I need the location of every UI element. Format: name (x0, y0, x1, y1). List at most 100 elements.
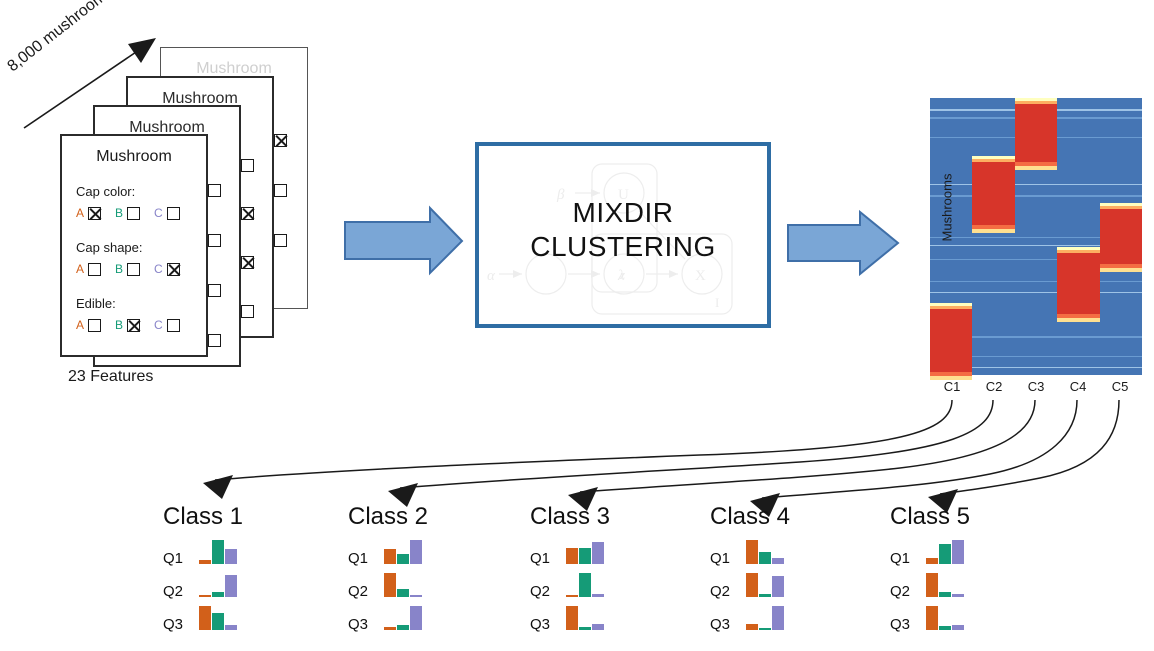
checkbox-icon[interactable] (88, 262, 102, 276)
question-label-q3: Q3 (163, 616, 184, 633)
heatmap-col-label-c5: C5 (1111, 379, 1129, 394)
bar-c (225, 574, 237, 597)
heatmap-band (1014, 336, 1058, 338)
heatmap-band (1014, 280, 1058, 283)
svg-text:I: I (715, 295, 719, 310)
option-cap-shape-a[interactable]: A (76, 262, 102, 276)
bar-c (592, 623, 604, 630)
checkbox-icon[interactable] (166, 318, 180, 332)
bar-c (410, 606, 422, 630)
heatmap-x-axis-labels: C1 C2 C3 C4 C5 (930, 379, 1142, 397)
heatmap-col-label-c3: C3 (1027, 379, 1045, 394)
svg-text:β: β (556, 187, 565, 203)
heatmap-y-axis-label: Mushrooms (939, 173, 955, 242)
heatmap-band (1057, 247, 1100, 251)
heatmap-band (972, 236, 1015, 239)
checkbox-icon[interactable] (127, 262, 141, 276)
heatmap-band (1057, 136, 1100, 139)
bar-c (952, 624, 964, 630)
mixdir-clustering-box: β U α λ X I z MIXDIR CLUSTERING (475, 142, 771, 328)
bar-a (926, 557, 938, 564)
checkbox-checked-icon[interactable] (88, 206, 102, 220)
feature-options-0: A B C (76, 206, 194, 220)
heatmap-band (1014, 183, 1058, 186)
option-edible-a[interactable]: A (76, 318, 102, 332)
plate-model-background: β U α λ X I z (487, 163, 733, 315)
heatmap-band (1099, 208, 1142, 265)
heatmap-band (1099, 264, 1142, 269)
option-letter: B (115, 318, 124, 332)
bar-b (397, 589, 409, 597)
heatmap-band (972, 291, 1015, 294)
checkbox-checked-icon[interactable] (166, 262, 180, 276)
heatmap-band (1014, 258, 1058, 261)
heatmap-band (1014, 97, 1058, 101)
bar-b (579, 573, 591, 597)
bar-c (592, 541, 604, 564)
bar-a (199, 594, 211, 597)
heatmap-band (930, 372, 973, 377)
mini-bar-chart-q2 (199, 569, 241, 597)
bar-b (759, 627, 771, 630)
heatmap-band (1057, 109, 1100, 111)
question-label-q3: Q3 (530, 616, 551, 633)
cluster-assignment-heatmap (930, 97, 1142, 381)
mini-bar-chart-q3 (199, 602, 241, 630)
heatmap-band (972, 117, 1015, 119)
heatmap-band (930, 308, 973, 373)
checkbox-icon[interactable] (88, 318, 102, 332)
heatmap-band (1099, 117, 1142, 119)
bar-b (939, 592, 951, 597)
heatmap-column-c5 (1099, 98, 1142, 375)
heatmap-band (1057, 250, 1100, 254)
class-title-2: Class 2 (348, 503, 429, 530)
mixdir-line-2: CLUSTERING (530, 231, 716, 262)
option-cap-color-a[interactable]: A (76, 206, 102, 220)
option-cap-shape-c[interactable]: C (154, 262, 180, 276)
heatmap-band (930, 109, 973, 111)
heatmap-band (1014, 236, 1058, 239)
checkbox-icon[interactable] (127, 206, 141, 220)
blue-arrow-1 (344, 205, 464, 276)
question-row: Q1 (163, 534, 243, 566)
option-cap-shape-b[interactable]: B (115, 262, 141, 276)
stack-arrow-label: 8,000 mushrooms (4, 0, 116, 76)
mini-bar-chart-q1 (746, 536, 788, 564)
heatmap-band (1014, 103, 1058, 162)
mini-bar-chart-q2 (746, 569, 788, 597)
mixdir-box-text: MIXDIR CLUSTERING (479, 196, 767, 264)
checkbox-checked-icon[interactable] (127, 318, 141, 332)
curve-c5-to-class5 (939, 399, 1120, 495)
heatmap-band (1099, 268, 1142, 273)
arrowhead-class1 (203, 475, 233, 499)
heatmap-column-c2 (972, 98, 1015, 375)
question-row: Q2 (348, 567, 428, 599)
heatmap-band (930, 117, 973, 119)
question-row: Q3 (530, 600, 610, 633)
option-edible-c[interactable]: C (154, 318, 180, 332)
heatmap-band (1014, 355, 1058, 358)
question-row: Q2 (890, 567, 970, 599)
heatmap-band (1057, 183, 1100, 186)
option-cap-color-b[interactable]: B (115, 206, 141, 220)
bar-a (926, 573, 938, 597)
card-title: Mushroom (96, 148, 172, 165)
bar-b (759, 551, 771, 564)
heatmap-band (1099, 291, 1142, 294)
bar-b (579, 548, 591, 564)
heatmap-band (930, 136, 973, 139)
heatmap-band (1014, 165, 1058, 170)
question-label-q2: Q2 (710, 583, 731, 600)
question-label-q3: Q3 (890, 616, 911, 633)
bar-a (384, 627, 396, 630)
question-label-q1: Q1 (530, 550, 551, 567)
heatmap-band (972, 229, 1015, 234)
checkbox-icon[interactable] (166, 206, 180, 220)
heatmap-col-label-c2: C2 (985, 379, 1003, 394)
bar-b (397, 625, 409, 630)
bar-a (384, 573, 396, 597)
option-edible-b[interactable]: B (115, 318, 141, 332)
option-cap-color-c[interactable]: C (154, 206, 180, 220)
mini-bar-chart-q1 (566, 536, 608, 564)
